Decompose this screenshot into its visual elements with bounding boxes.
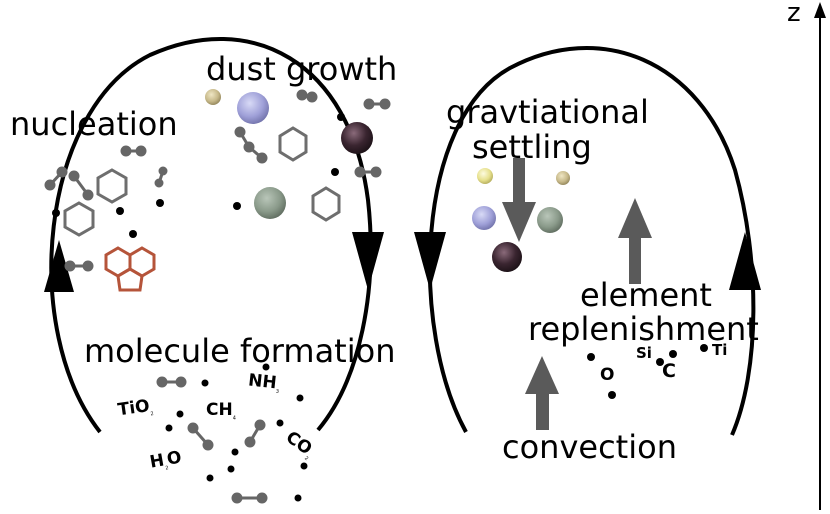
right-loop-up-arrow [729,232,761,290]
label-settling-line1: gravtiational [446,93,649,131]
dust-grain-purple [237,92,269,124]
left-loop-down-arrow [352,232,384,290]
element-o: O [600,365,615,385]
dust-hexagon-2 [311,186,341,222]
settling-down-arrow [502,158,536,242]
nucleation-hexagon-2 [63,201,95,237]
label-convection: convection [502,428,677,466]
settling-grain-purple [472,206,496,230]
formula-nh3: NH3 [247,370,280,395]
settling-grain-tan [556,171,570,185]
settling-grain-dark [492,242,522,272]
settling-grain-green [537,207,563,233]
dust-grain-green [254,187,286,219]
pah-molecule-icon [104,246,156,292]
label-replenishment: replenishment [528,310,759,348]
dust-grain-dark [341,122,373,154]
dust-growth-molecules [234,89,391,178]
element-atoms [587,344,708,399]
left-cycle-loop [49,36,373,434]
label-nucleation: nucleation [10,105,178,143]
element-si: Si [636,344,652,362]
z-axis-arrowhead [814,2,826,18]
nucleation-hexagon-1 [96,168,128,204]
molecule-formation-molecules [156,376,268,504]
right-loop-down-arrow [414,232,446,290]
left-loop-up-arrow [44,240,74,292]
label-dust-growth: dust growth [206,50,398,88]
dust-hexagon-1 [278,126,308,162]
dust-growth-atoms [233,113,345,210]
molecule-formation-atoms [165,363,308,502]
element-c: C [662,360,676,382]
nucleation-atoms [52,199,164,238]
element-ti: Ti [712,341,728,359]
label-element: element [580,276,712,314]
settling-grain-yellow [477,168,493,184]
convection-up-arrow [525,356,559,430]
replenishment-up-arrow [618,198,652,284]
dust-grain-tan [205,89,221,105]
nucleation-molecules [44,145,168,272]
label-z-axis: z [787,0,801,28]
label-molecule-formation: molecule formation [84,332,396,370]
label-settling-line2: settling [472,128,592,166]
formula-ch4: CH4 [206,400,236,422]
